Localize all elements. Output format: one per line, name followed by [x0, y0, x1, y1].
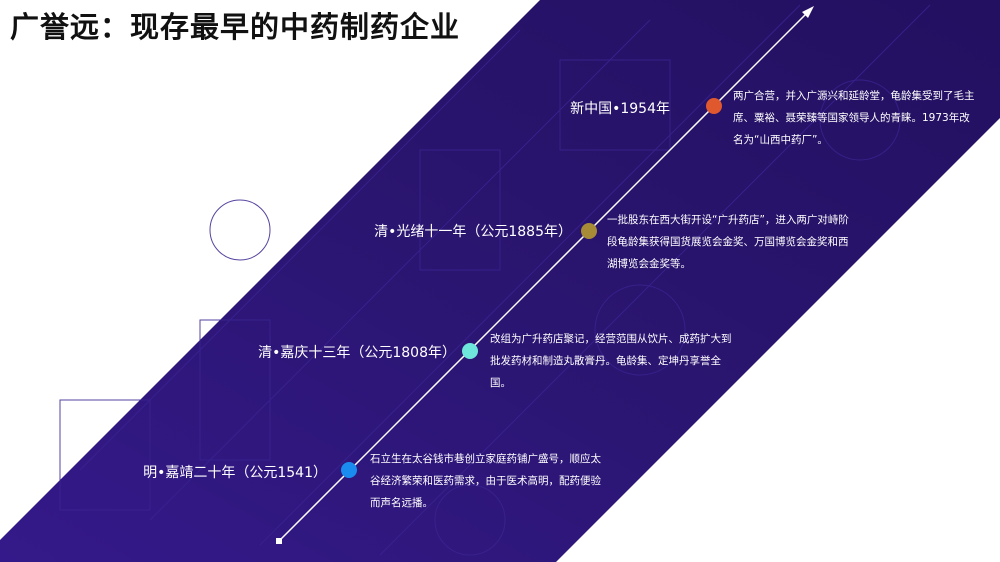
event-description-1954: 两广合营，并入广源兴和延龄堂，龟龄集受到了毛主席、粟裕、聂荣臻等国家领导人的青睐…: [733, 90, 975, 146]
event-description-1885: 一批股东在西大街开设“广升药店”，进入两广对峙阶段龟龄集获得国货展览会金奖、万国…: [607, 214, 849, 270]
background-pattern: [59, 4, 931, 556]
event-period-1808: 清•嘉庆十三年（公元1808年）: [258, 345, 456, 361]
event-period-1541: 明•嘉靖二十年（公元1541）: [143, 465, 327, 481]
timeline-dot-1885: [581, 223, 597, 239]
event-period-1954: 新中国•1954年: [570, 101, 670, 117]
timeline-start-marker: [276, 538, 282, 544]
page-title: 广誉远：现存最早的中药制药企业: [10, 10, 461, 44]
event-description-1808: 改组为广升药店聚记，经营范围从饮片、成药扩大到批发药材和制造丸散膏丹。龟龄集、定…: [490, 333, 732, 389]
timeline-dot-1954: [706, 98, 722, 114]
arrow-head: [802, 6, 814, 18]
timeline-dot-1541: [341, 462, 357, 478]
timeline-dot-1808: [462, 343, 478, 359]
event-description-1541: 石立生在太谷钱市巷创立家庭药铺广盛号，顺应太谷经济繁荣和医药需求，由于医术高明，…: [370, 453, 601, 509]
event-period-1885: 清•光绪十一年（公元1885年）: [374, 224, 572, 240]
timeline-line: [278, 9, 811, 542]
